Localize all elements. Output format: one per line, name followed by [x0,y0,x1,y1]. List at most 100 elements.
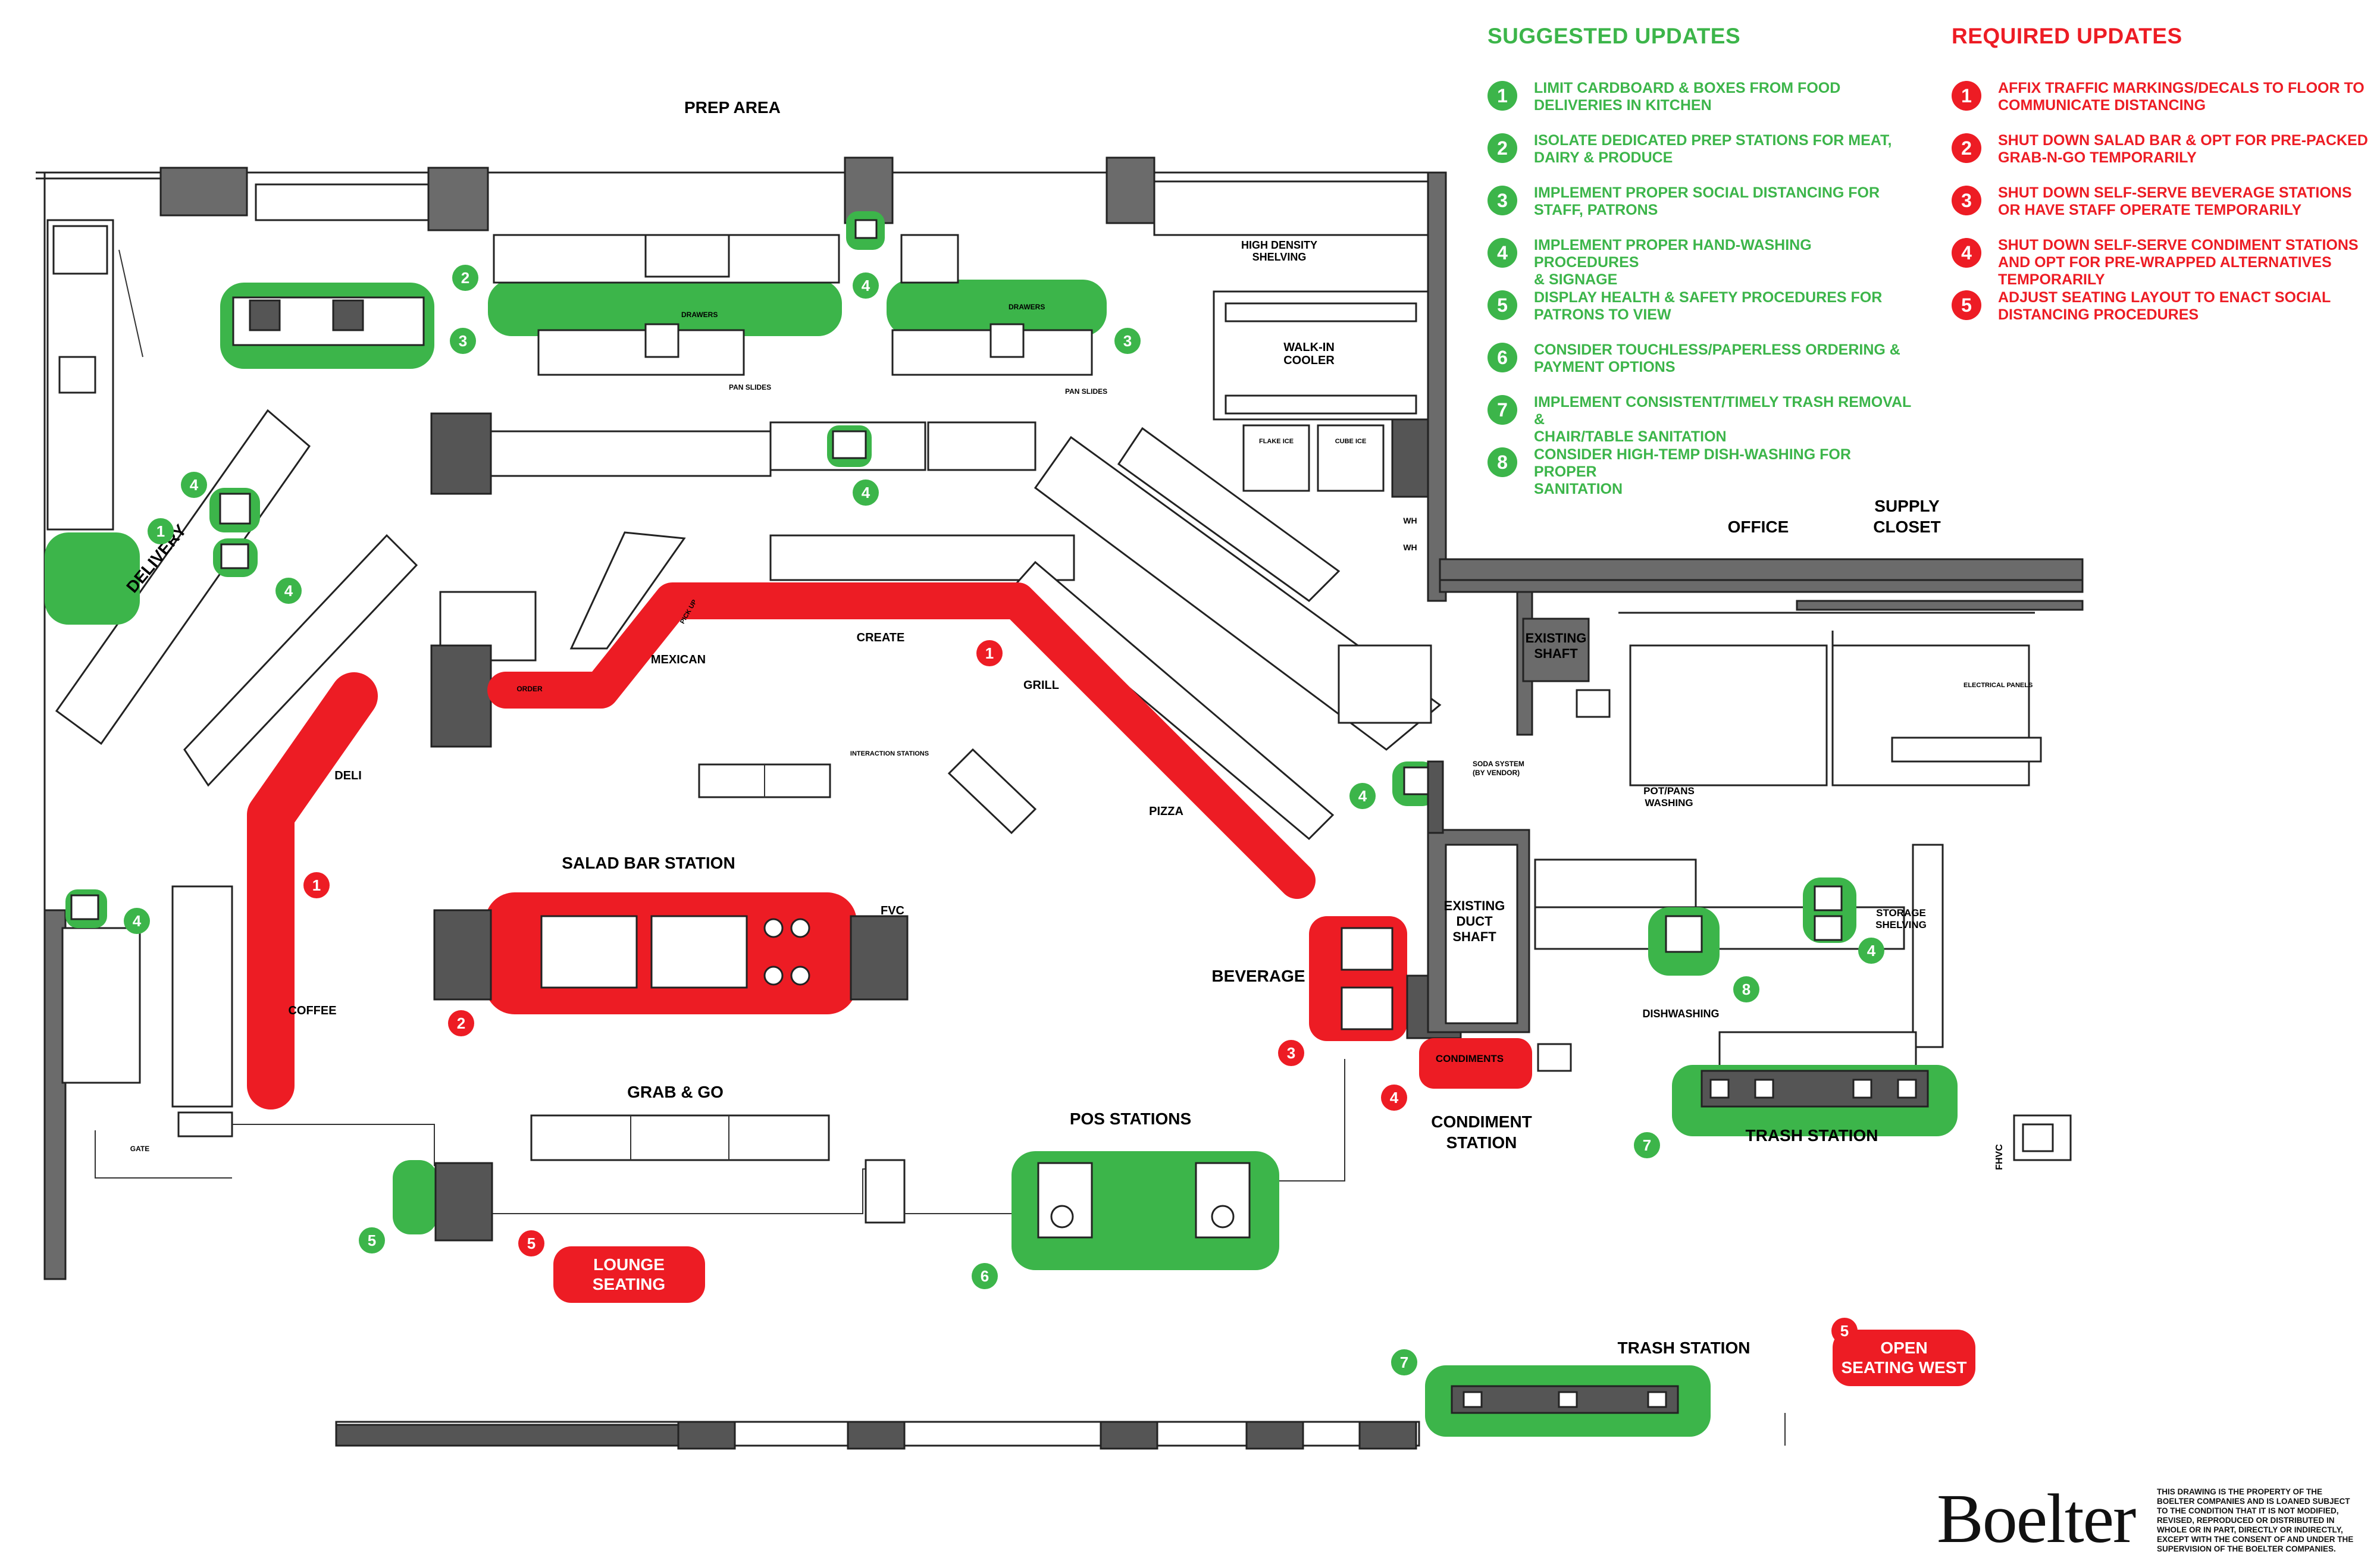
lounge-zone [553,1246,705,1303]
suggested-text: IMPLEMENT PROPER HAND-WASHING PROCEDURES… [1534,237,1812,288]
required-text: SHUT DOWN SALAD BAR & OPT FOR PRE-PACKED… [1998,132,2368,166]
required-num: 5 [1952,290,1981,320]
suggested-num: 3 [1488,186,1517,215]
pos [1012,1059,1345,1270]
required-item: 1 AFFIX TRAFFIC MARKINGS/DECALS TO FLOOR… [1952,80,2368,132]
svg-text:STORAGE: STORAGE [1876,907,1926,919]
svg-text:GATE: GATE [130,1145,149,1153]
required-num: 2 [1952,133,1981,163]
svg-text:CUBE ICE: CUBE ICE [1335,438,1367,445]
svg-text:FHVC: FHVC [1994,1144,2005,1170]
suggested-text: CONSIDER HIGH-TEMP DISH-WASHING FOR PROP… [1534,446,1851,497]
lounge [393,1160,1975,1386]
marker-red-1a: 1 [976,640,1003,666]
marker-green-4b: 4 [181,472,207,498]
open-seat-zone [1833,1330,1975,1386]
svg-text:SODA SYSTEM: SODA SYSTEM [1473,760,1524,768]
required-text: AFFIX TRAFFIC MARKINGS/DECALS TO FLOOR T… [1998,80,2365,114]
svg-text:4: 4 [1358,787,1367,805]
marker-green-7a: 7 [1634,1132,1660,1158]
service-line [45,409,1442,841]
coffee-counter [61,885,435,1179]
svg-text:6: 6 [981,1267,989,1285]
svg-text:BEVERAGE: BEVERAGE [1211,967,1305,985]
prep-zone-3a [488,280,842,336]
svg-text:1: 1 [156,522,165,540]
suggested-item: 4 IMPLEMENT PROPER HAND-WASHING PROCEDUR… [1488,237,1916,289]
svg-text:DELI: DELI [334,769,362,782]
bottom-layout [335,1413,1786,1450]
walk-in [1213,290,1429,498]
required-item: 3 SHUT DOWN SELF-SERVE BEVERAGE STATIONS… [1952,184,2368,237]
svg-text:ELECTRICAL PANELS: ELECTRICAL PANELS [1964,682,2033,689]
svg-text:CLOSET: CLOSET [1873,518,1941,536]
suggested-num: 6 [1488,343,1517,372]
legend-panel: SUGGESTED UPDATES 1 LIMIT CARDBOARD & BO… [1488,24,2368,512]
suggested-item: 6 CONSIDER TOUCHLESS/PAPERLESS ORDERING … [1488,341,1916,394]
svg-text:PAN SLIDES: PAN SLIDES [729,383,771,391]
trash [1425,1065,1958,1437]
marker-green-3b: 3 [1114,328,1141,354]
suggested-column: SUGGESTED UPDATES 1 LIMIT CARDBOARD & BO… [1488,24,1916,499]
svg-text:4: 4 [190,476,199,494]
salad-bar [433,892,909,1014]
traffic-mark-left [247,672,378,1110]
plan-markers: 1 2 3 3 4 4 4 4 4 4 4 5 6 7 7 8 1 1 2 3 … [124,265,1884,1375]
suggested-item: 5 DISPLAY HEALTH & SAFETY PROCEDURES FOR… [1488,289,1916,341]
svg-text:SHELVING: SHELVING [1875,919,1927,930]
marker-green-7b: 7 [1391,1349,1417,1375]
svg-text:DUCT: DUCT [1456,914,1493,929]
svg-text:2: 2 [457,1014,465,1032]
suggested-text: ISOLATE DEDICATED PREP STATIONS FOR MEAT… [1534,132,1892,166]
svg-text:EXISTING: EXISTING [1526,631,1587,645]
suggested-num: 2 [1488,133,1517,163]
marker-green-4c: 4 [275,578,302,604]
svg-text:INTERACTION STATIONS: INTERACTION STATIONS [850,750,929,757]
svg-text:4: 4 [862,484,870,502]
required-num: 1 [1952,81,1981,111]
svg-text:SEATING: SEATING [593,1275,665,1293]
suggested-item: 7 IMPLEMENT CONSISTENT/TIMELY TRASH REMO… [1488,394,1916,446]
delivery-zone-1 [45,532,140,625]
suggested-title: SUGGESTED UPDATES [1488,24,1741,48]
svg-text:LOUNGE: LOUNGE [593,1255,665,1274]
prep-zone-3b [887,280,1107,336]
marker-green-6: 6 [972,1263,998,1289]
prep-area [220,211,1107,376]
svg-text:FLAKE ICE: FLAKE ICE [1259,438,1294,445]
required-list: 1 AFFIX TRAFFIC MARKINGS/DECALS TO FLOOR… [1952,80,2368,341]
svg-text:POT/PANS: POT/PANS [1643,785,1695,797]
marker-green-4g: 4 [1858,938,1884,964]
suggested-text: CONSIDER TOUCHLESS/PAPERLESS ORDERING &P… [1534,341,1900,375]
traffic-markings [247,582,1316,1110]
svg-text:COFFEE: COFFEE [288,1004,336,1017]
copyright-note: THIS DRAWING IS THE PROPERTY OF THE BOEL… [2157,1487,2354,1553]
suggested-num: 4 [1488,238,1517,268]
svg-text:WH: WH [1403,543,1417,552]
traffic-mark-top [487,582,1316,899]
marker-red-4: 4 [1381,1085,1407,1111]
suggested-item: 8 CONSIDER HIGH-TEMP DISH-WASHING FOR PR… [1488,446,1916,499]
left-boh [46,219,143,531]
required-num: 3 [1952,186,1981,215]
svg-text:TRASH STATION: TRASH STATION [1746,1126,1878,1145]
suggested-text: IMPLEMENT CONSISTENT/TIMELY TRASH REMOVA… [1534,394,1911,445]
svg-text:SUPPLY: SUPPLY [1874,497,1940,515]
svg-text:DISHWASHING: DISHWASHING [1642,1008,1719,1020]
svg-text:1: 1 [312,876,321,894]
marker-red-2: 2 [448,1010,474,1036]
interaction-stations [698,748,1037,835]
svg-text:SEATING WEST: SEATING WEST [1841,1358,1966,1377]
svg-text:TRASH STATION: TRASH STATION [1618,1339,1750,1357]
svg-text:4: 4 [862,277,870,294]
svg-text:3: 3 [459,332,467,350]
svg-text:PAN SLIDES: PAN SLIDES [1065,387,1107,396]
svg-text:OPEN: OPEN [1880,1339,1927,1357]
marker-red-1b: 1 [303,872,330,898]
suggested-num: 5 [1488,290,1517,320]
svg-text:OFFICE: OFFICE [1728,518,1789,536]
